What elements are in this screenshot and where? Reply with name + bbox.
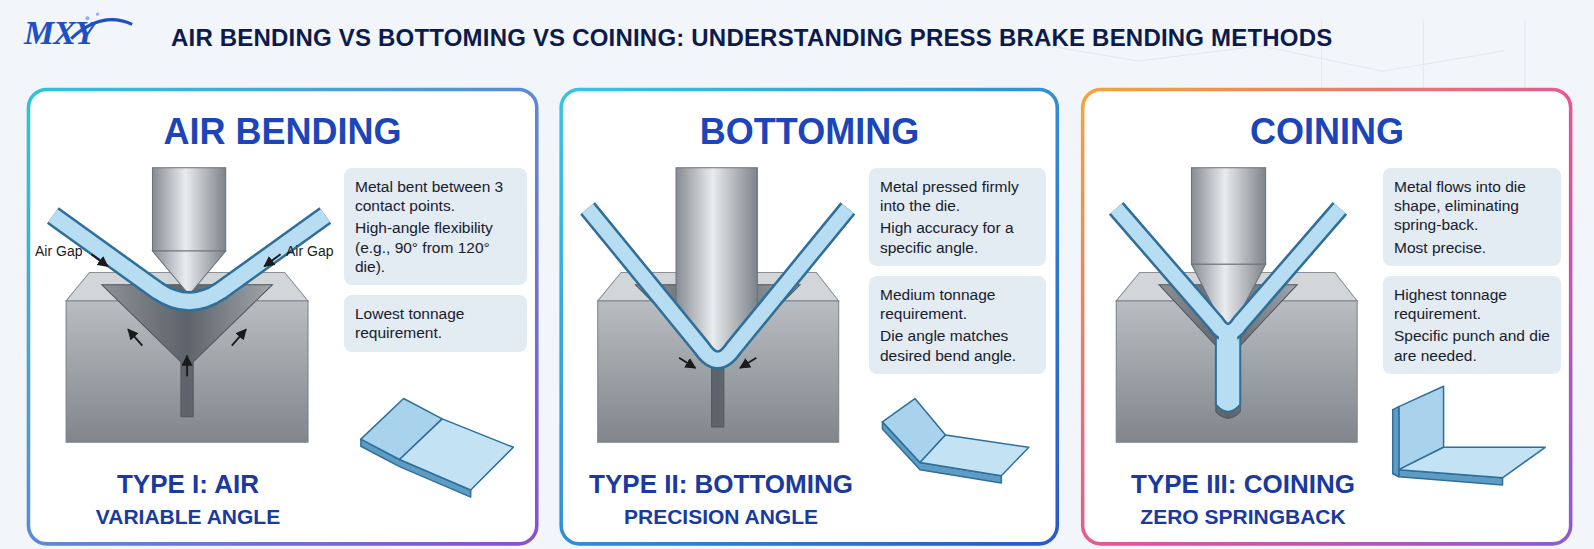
- info-box: Metal flows into die shape, eliminating …: [1383, 168, 1561, 266]
- force-arrow: [186, 356, 188, 376]
- page-title: AIR BENDING VS BOTTOMING VS COINING: UND…: [171, 24, 1332, 52]
- method-panel: COINING TYPE III: COINING ZERO SPRINGBACK M…: [1083, 89, 1571, 544]
- type-subtitle: ZERO SPRINGBACK: [1093, 505, 1393, 529]
- panel-frame: [561, 89, 1057, 543]
- sheet-metal: [53, 216, 325, 302]
- info-detail: High-angle flexibility (e.g., 90° from 1…: [355, 218, 517, 276]
- info-detail: Most precise.: [1394, 238, 1551, 257]
- sheet-metal: [588, 208, 848, 359]
- sheet-metal: [1116, 208, 1340, 411]
- bent-part: [1393, 407, 1399, 477]
- sheet-metal: [1216, 327, 1240, 411]
- bent-part: [1399, 447, 1545, 477]
- punch: [152, 168, 225, 295]
- punch: [152, 168, 225, 251]
- sheet-metal: [53, 216, 325, 302]
- method-heading: BOTTOMING: [561, 111, 1058, 153]
- type-subtitle: PRECISION ANGLE: [571, 505, 871, 529]
- method-heading: AIR BENDING: [28, 111, 537, 153]
- force-arrow: [679, 358, 756, 368]
- bent-part: [400, 419, 514, 490]
- panel-frame: [28, 89, 536, 543]
- force-arrow: [232, 329, 246, 345]
- info-box: Metal pressed firmly into the die.High a…: [869, 168, 1046, 266]
- bent-part: [1393, 386, 1545, 485]
- sheet-metal: [53, 216, 325, 302]
- sheet-metal: [1219, 335, 1237, 355]
- bent-part: [882, 399, 1028, 483]
- panel-frame: [1083, 89, 1571, 543]
- air-gap-label: Air Gap: [284, 243, 335, 259]
- type-label: TYPE II: BOTTOMING: [571, 469, 871, 500]
- panel-frame: [28, 89, 1570, 543]
- method-panel: BOTTOMING TYPE II: BOTTOMING PRECISION ANG…: [561, 89, 1058, 544]
- type-label: TYPE I: AIR: [38, 469, 338, 500]
- info-text: Metal flows into die shape, eliminating …: [1394, 177, 1551, 235]
- info-box: Lowest tonnage requirement.: [344, 295, 527, 351]
- info-detail: Specific punch and die are needed.: [1394, 326, 1551, 364]
- sheet-metal: [588, 208, 848, 359]
- illustration: [28, 13, 1570, 544]
- info-box: Medium tonnage requirement.Die angle mat…: [869, 276, 1046, 374]
- info-text: Lowest tonnage requirement.: [355, 304, 517, 342]
- force-arrow: [679, 358, 695, 368]
- sheet-metal: [1116, 208, 1340, 332]
- type-subtitle: VARIABLE ANGLE: [38, 505, 338, 529]
- info-detail: Die angle matches desired bend angle.: [880, 326, 1036, 364]
- force-arrow: [740, 358, 756, 368]
- info-text: Highest tonnage requirement.: [1394, 285, 1551, 323]
- logo-swoosh: [96, 13, 99, 16]
- bent-part: [920, 435, 1029, 476]
- punch: [1191, 168, 1265, 265]
- sheet-metal: [1116, 208, 1340, 332]
- info-text: Medium tonnage requirement.: [880, 285, 1036, 323]
- force-arrow: [91, 254, 280, 376]
- info-text: Metal pressed firmly into the die.: [880, 177, 1036, 215]
- method-heading: COINING: [1083, 111, 1571, 153]
- method-panel: AIR BENDING TYPE I: AIR VARIABLE ANGLE Meta…: [28, 89, 537, 544]
- info-detail: High accuracy for a specific angle.: [880, 218, 1036, 256]
- air-gap-label: Air Gap: [33, 243, 84, 259]
- force-arrow: [264, 254, 280, 266]
- info-box: Metal bent between 3 contact points.High…: [344, 168, 527, 285]
- type-label: TYPE III: COINING: [1093, 469, 1393, 500]
- sheet-metal: [588, 208, 848, 359]
- bent-part: [361, 399, 513, 498]
- info-box: Highest tonnage requirement.Specific pun…: [1383, 276, 1561, 374]
- info-text: Metal bent between 3 contact points.: [355, 177, 517, 215]
- force-arrow: [91, 254, 107, 266]
- brand-logo: MXY: [24, 14, 95, 52]
- force-arrow: [128, 329, 142, 345]
